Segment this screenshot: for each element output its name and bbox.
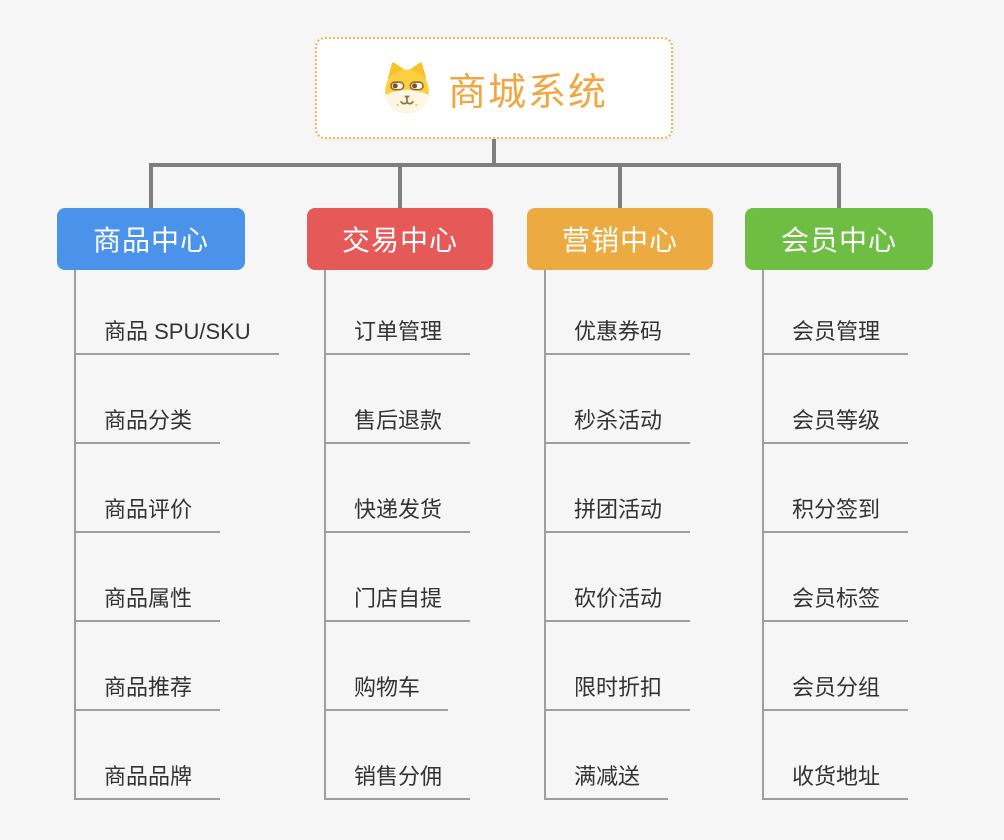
root-title: 商城系统: [447, 71, 608, 114]
mindmap-node-label: 优惠券码: [574, 319, 663, 344]
mindmap-node-item[interactable]: 砍价活动: [544, 576, 691, 622]
mindmap-node-item[interactable]: 购物车: [324, 665, 449, 711]
mindmap-node-item[interactable]: 商品分类: [74, 398, 221, 444]
mindmap-node-item[interactable]: 商品品牌: [74, 754, 221, 800]
mindmap-node-label: 满减送: [574, 764, 641, 789]
mindmap-node-item[interactable]: 商品 SPU/SKU: [74, 309, 279, 355]
mindmap-node-label: 售后退款: [354, 408, 443, 433]
mindmap-node-item[interactable]: 门店自提: [324, 576, 471, 622]
branch-spine-line: [544, 270, 546, 800]
mindmap-node-label: 商品品牌: [104, 764, 193, 789]
branch-drop-line: [149, 163, 153, 208]
mindmap-node-item[interactable]: 积分签到: [762, 487, 909, 533]
mindmap-node-label: 商品属性: [104, 586, 193, 611]
mindmap-node-label: 购物车: [354, 675, 421, 700]
mindmap-node-label: 快递发货: [354, 497, 443, 522]
mindmap-node-label: 秒杀活动: [574, 408, 663, 433]
branch-label: 会员中心: [780, 225, 897, 256]
branch-label: 商品中心: [92, 225, 209, 256]
branch-drop-line: [398, 163, 402, 208]
mindmap-node-item[interactable]: 会员分组: [762, 665, 909, 711]
mindmap-node-item[interactable]: 会员等级: [762, 398, 909, 444]
root-stem-line: [492, 139, 496, 163]
mindmap-node-item[interactable]: 秒杀活动: [544, 398, 691, 444]
mindmap-node-item[interactable]: 会员标签: [762, 576, 909, 622]
mindmap-node-label: 会员等级: [792, 408, 881, 433]
mindmap-node-item[interactable]: 满减送: [544, 754, 669, 800]
mindmap-node-item[interactable]: 商品推荐: [74, 665, 221, 711]
mindmap-node-item[interactable]: 售后退款: [324, 398, 471, 444]
mindmap-node-label: 收货地址: [792, 764, 881, 789]
mindmap-node-label: 拼团活动: [574, 497, 663, 522]
branch-header-marketing-center[interactable]: 营销中心: [527, 208, 713, 270]
branch-header-product-center[interactable]: 商品中心: [57, 208, 245, 270]
mindmap-node-label: 商品推荐: [104, 675, 193, 700]
mindmap-node-label: 商品 SPU/SKU: [104, 319, 251, 344]
mindmap-node-item[interactable]: 收货地址: [762, 754, 909, 800]
dog-face-icon: [385, 62, 429, 114]
mindmap-node-item[interactable]: 优惠券码: [544, 309, 691, 355]
branch-spine-line: [324, 270, 326, 800]
mindmap-node-label: 门店自提: [354, 586, 443, 611]
branch-drop-line: [618, 163, 622, 208]
branch-drop-line: [837, 163, 841, 208]
mindmap-node-label: 销售分佣: [354, 764, 443, 789]
mindmap-node-item[interactable]: 销售分佣: [324, 754, 471, 800]
root-node[interactable]: 商城系统: [315, 37, 673, 139]
mindmap-node-label: 会员管理: [792, 319, 881, 344]
branch-spine-line: [74, 270, 76, 800]
branch-header-member-center[interactable]: 会员中心: [745, 208, 933, 270]
mindmap-node-item[interactable]: 商品属性: [74, 576, 221, 622]
mindmap-node-label: 会员分组: [792, 675, 881, 700]
branch-rail-line: [149, 163, 841, 167]
mindmap-node-label: 限时折扣: [574, 675, 663, 700]
mindmap-node-label: 订单管理: [354, 319, 443, 344]
mindmap-node-label: 商品分类: [104, 408, 193, 433]
mindmap-node-item[interactable]: 限时折扣: [544, 665, 691, 711]
branch-spine-line: [762, 270, 764, 800]
mindmap-node-item[interactable]: 会员管理: [762, 309, 909, 355]
branch-label: 营销中心: [561, 225, 678, 256]
branch-header-trade-center[interactable]: 交易中心: [307, 208, 493, 270]
branch-label: 交易中心: [341, 225, 458, 256]
mindmap-node-item[interactable]: 快递发货: [324, 487, 471, 533]
mindmap-node-label: 会员标签: [792, 586, 881, 611]
mindmap-node-label: 砍价活动: [574, 586, 663, 611]
mindmap-node-item[interactable]: 订单管理: [324, 309, 471, 355]
mindmap-node-item[interactable]: 商品评价: [74, 487, 221, 533]
mindmap-node-label: 商品评价: [104, 497, 193, 522]
mindmap-node-item[interactable]: 拼团活动: [544, 487, 691, 533]
mindmap-node-label: 积分签到: [792, 497, 881, 522]
